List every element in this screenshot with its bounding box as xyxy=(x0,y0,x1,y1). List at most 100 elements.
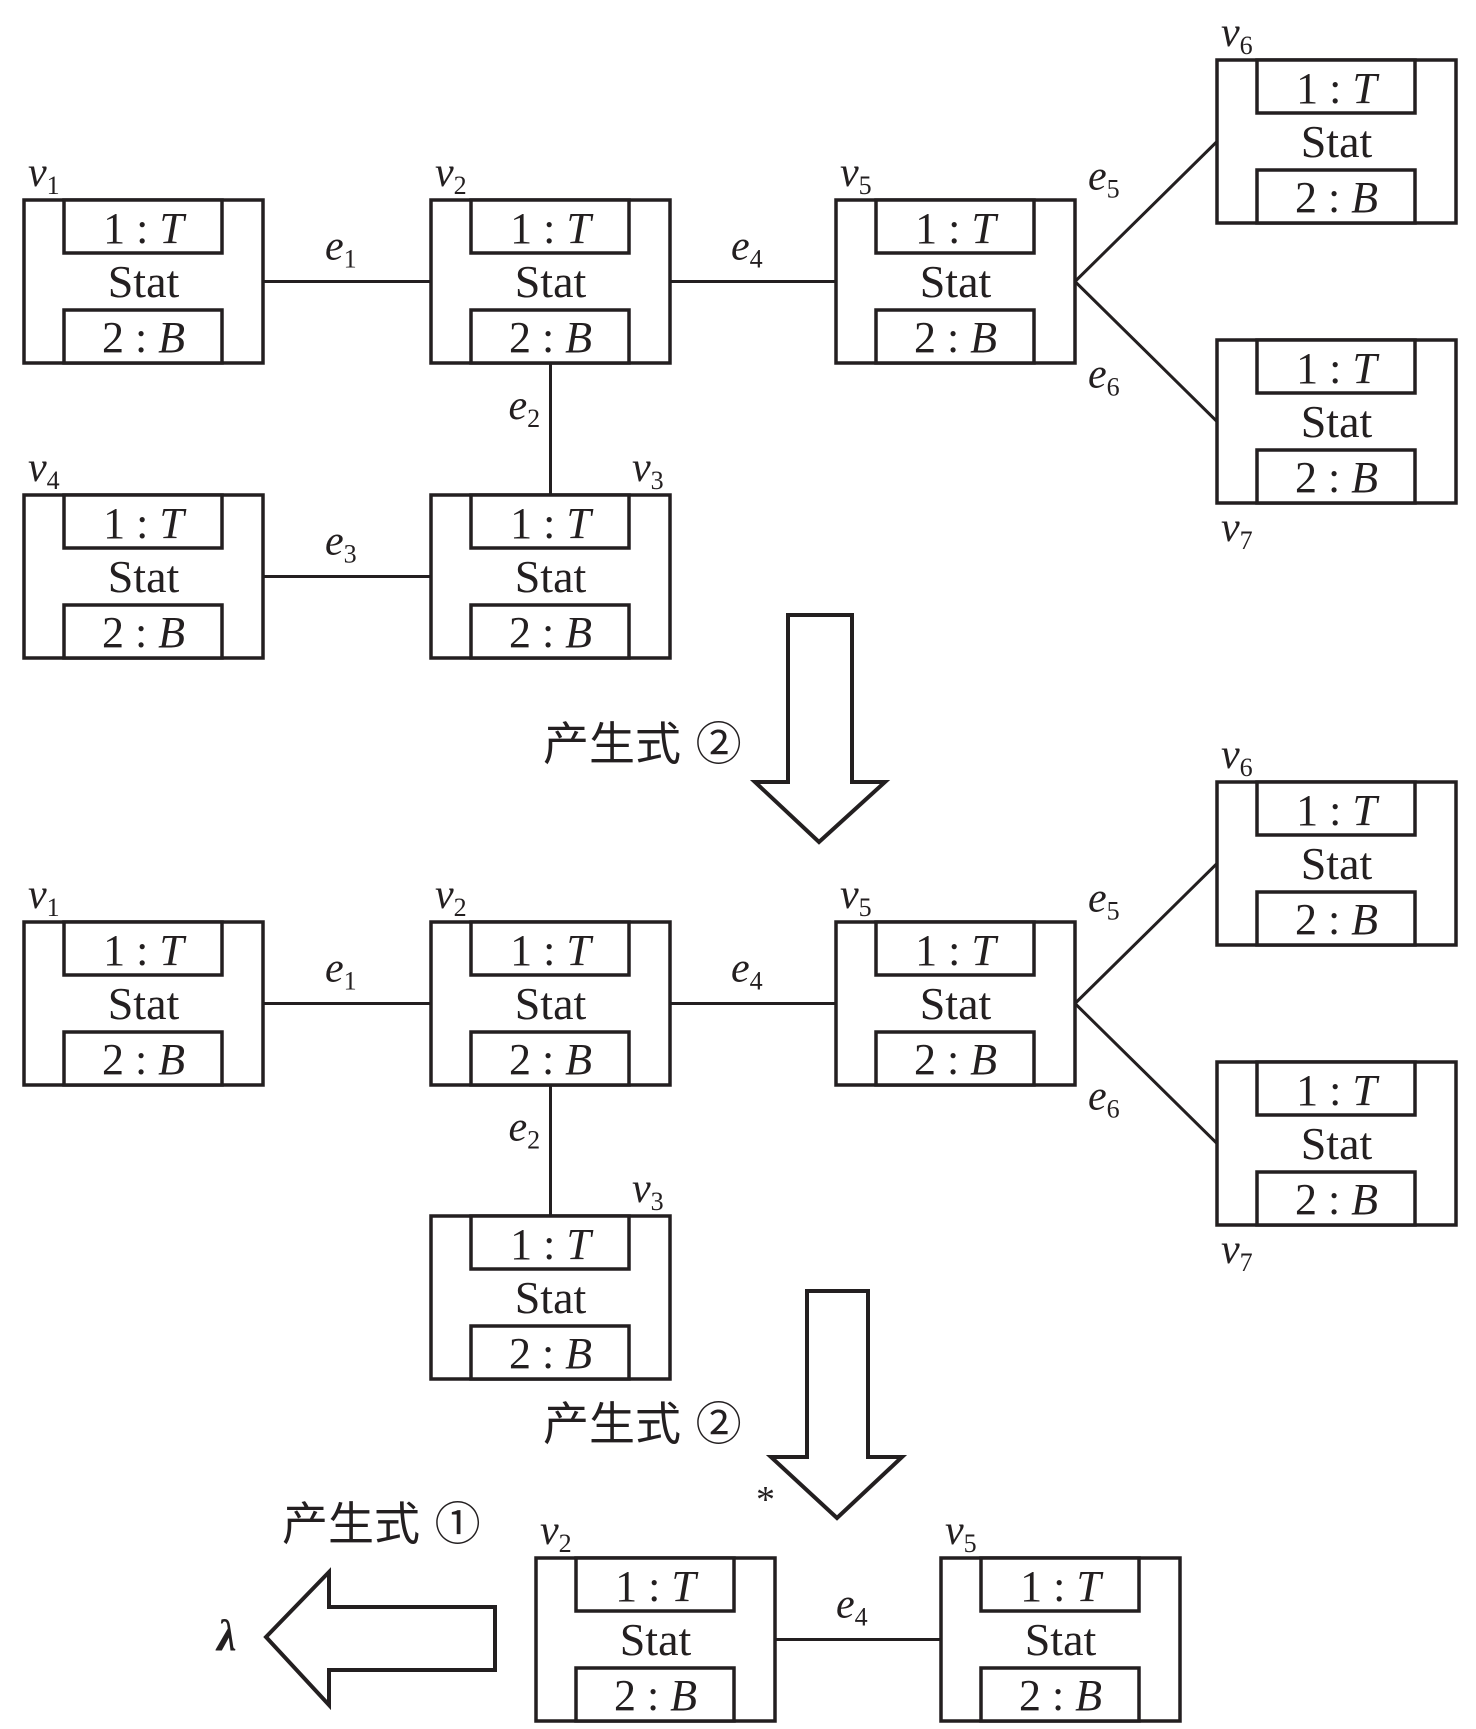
bottom-port-box xyxy=(874,308,1036,365)
production-arrow-1: 产生式 ② xyxy=(543,613,891,845)
node-label-v4: v4 xyxy=(28,445,60,495)
edge-label-e1: e1 xyxy=(325,224,357,274)
node-label-v2: v2 xyxy=(435,150,467,200)
top-port-label: 1 : T xyxy=(1296,786,1380,835)
edge-label-e5: e5 xyxy=(1088,154,1120,204)
bottom-port-label: 2 : B xyxy=(1295,173,1378,222)
node-label-v3: v3 xyxy=(632,445,664,495)
top-port-label: 1 : T xyxy=(103,499,187,548)
top-port-label: 1 : T xyxy=(915,926,999,975)
bottom-port-box xyxy=(874,1030,1036,1087)
bottom-port-box xyxy=(1255,890,1417,947)
top-port-box xyxy=(1255,1060,1417,1117)
top-port-box xyxy=(1255,58,1417,115)
node-type-label: Stat xyxy=(920,978,992,1029)
bottom-port-box xyxy=(469,1030,631,1087)
edge-label-e2: e2 xyxy=(509,1105,541,1155)
top-port-label: 1 : T xyxy=(1296,344,1380,393)
production-arrow-3: 产生式 ① λ xyxy=(215,1497,497,1711)
bottom-port-label: 2 : B xyxy=(914,313,997,362)
edge-label-e2: e2 xyxy=(509,383,541,433)
edge-label-e5: e5 xyxy=(1088,876,1120,926)
top-port-box xyxy=(874,920,1036,977)
edge-label-e4: e4 xyxy=(731,224,763,274)
top-port-box xyxy=(469,920,631,977)
top-port-label: 1 : T xyxy=(1296,1066,1380,1115)
node-label-v2: v2 xyxy=(435,872,467,922)
node-label-v2: v2 xyxy=(540,1508,572,1558)
node-label-v5: v5 xyxy=(840,150,872,200)
top-port-box xyxy=(979,1556,1141,1613)
down-arrow-icon xyxy=(749,613,891,845)
edge-e5-stage-2 xyxy=(1073,862,1219,1005)
node-label-v7: v7 xyxy=(1221,1227,1253,1277)
node-type-label: Stat xyxy=(1301,396,1373,447)
node-type-label: Stat xyxy=(1301,838,1373,889)
node-type-label: Stat xyxy=(1301,1118,1373,1169)
edge-label-e6: e6 xyxy=(1088,352,1120,402)
top-port-box xyxy=(1255,338,1417,395)
top-port-box xyxy=(469,1214,631,1271)
bottom-port-label: 2 : B xyxy=(509,1035,592,1084)
top-port-label: 1 : T xyxy=(915,204,999,253)
edge-e6-stage-2 xyxy=(1073,1002,1219,1145)
node-label-v1: v1 xyxy=(28,150,60,200)
node-label-v3: v3 xyxy=(632,1166,664,1216)
node-label-v7: v7 xyxy=(1221,505,1253,555)
bottom-port-box xyxy=(469,1324,631,1381)
top-port-label: 1 : T xyxy=(510,204,594,253)
left-arrow-icon xyxy=(263,1567,497,1711)
bottom-port-label: 2 : B xyxy=(914,1035,997,1084)
production-label-2: 产生式 ② xyxy=(543,1397,742,1451)
empty-graph-lambda: λ xyxy=(215,1611,237,1660)
edge-e5-stage-1 xyxy=(1073,140,1219,283)
node-label-v5: v5 xyxy=(945,1508,977,1558)
bottom-port-label: 2 : B xyxy=(1295,1175,1378,1224)
bottom-port-label: 2 : B xyxy=(1295,895,1378,944)
node-type-label: Stat xyxy=(515,256,587,307)
bottom-port-label: 2 : B xyxy=(509,313,592,362)
top-port-label: 1 : T xyxy=(103,926,187,975)
bottom-port-label: 2 : B xyxy=(102,1035,185,1084)
node-type-label: Stat xyxy=(1025,1614,1097,1665)
top-port-box xyxy=(1255,780,1417,837)
node-type-label: Stat xyxy=(515,978,587,1029)
production-label-3: 产生式 ① xyxy=(282,1497,481,1551)
bottom-port-label: 2 : B xyxy=(1019,1671,1102,1720)
top-port-label: 1 : T xyxy=(103,204,187,253)
node-type-label: Stat xyxy=(1301,116,1373,167)
node-label-v1: v1 xyxy=(28,872,60,922)
closure-star: * xyxy=(756,1479,775,1521)
bottom-port-box xyxy=(1255,448,1417,505)
node-type-label: Stat xyxy=(920,256,992,307)
node-type-label: Stat xyxy=(108,978,180,1029)
top-port-box xyxy=(62,920,224,977)
top-port-box xyxy=(62,493,224,550)
top-port-label: 1 : T xyxy=(510,499,594,548)
top-port-box xyxy=(469,198,631,255)
bottom-port-box xyxy=(1255,168,1417,225)
bottom-port-label: 2 : B xyxy=(102,608,185,657)
bottom-port-box xyxy=(62,1030,224,1087)
bottom-port-box xyxy=(574,1666,736,1723)
node-label-v6: v6 xyxy=(1221,10,1253,60)
top-port-label: 1 : T xyxy=(510,1220,594,1269)
node-type-label: Stat xyxy=(108,551,180,602)
top-port-box xyxy=(874,198,1036,255)
bottom-port-label: 2 : B xyxy=(102,313,185,362)
